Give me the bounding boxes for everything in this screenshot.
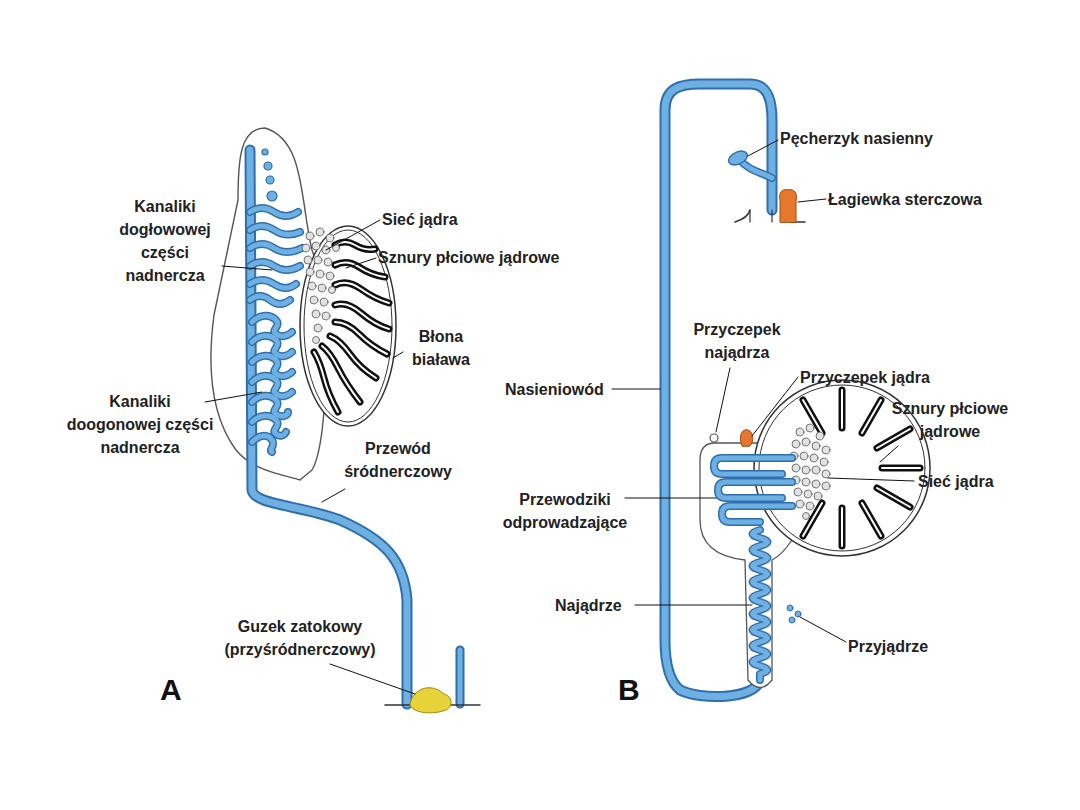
part-label: Przewód śródnerczowy: [333, 437, 463, 483]
panel-letter: A: [160, 674, 182, 706]
part-label: Guzek zatokowy (przyśródnerczowy): [210, 615, 390, 661]
part-label: Przyczepek najądrza: [672, 318, 802, 364]
part-label: Łagiewka sterczowa: [828, 188, 982, 211]
part-label: Kanaliki dogłowowej części nadnercza: [115, 195, 215, 287]
part-label: Najądrze: [555, 594, 622, 617]
part-label: Sznury płciowe jądrowe: [378, 246, 559, 269]
part-label: Błona biaława: [405, 325, 477, 371]
part-label: Sznury płciowe jądrowe: [870, 397, 1030, 443]
part-label: Przyjądrze: [848, 635, 928, 658]
part-label: Pęcherzyk nasienny: [780, 127, 933, 150]
part-label: Przewodziki odprowadzające: [475, 488, 655, 534]
part-label: Sieć jądra: [918, 470, 994, 493]
panel-letter: B: [618, 674, 640, 706]
part-label: Przyczepek jądra: [800, 366, 930, 389]
part-label: Nasieniowód: [505, 378, 604, 401]
part-label: Sieć jądra: [382, 208, 458, 231]
part-label: Kanaliki doogonowej części nadnercza: [65, 390, 215, 459]
